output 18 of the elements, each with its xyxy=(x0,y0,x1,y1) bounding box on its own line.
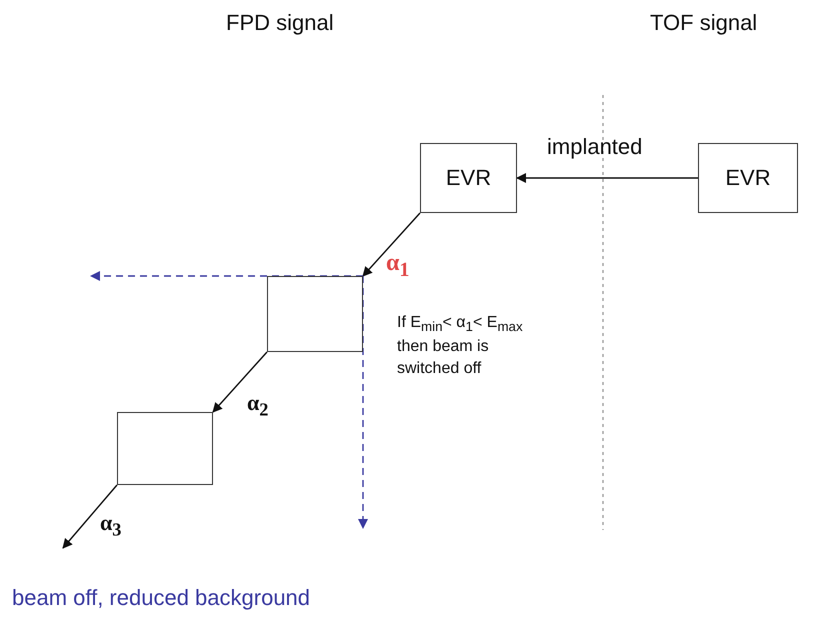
dashed-arrow xyxy=(358,276,368,529)
process-box xyxy=(267,276,363,352)
process-box: EVR xyxy=(698,143,798,213)
arrow xyxy=(362,212,421,277)
process-box: EVR xyxy=(420,143,517,213)
caption-text: beam off, reduced background xyxy=(12,585,310,611)
edge-label: α$_{1}$ xyxy=(386,250,410,282)
note-text: If E$_{min}$< α$_{1}$< E$_{max}$ then beam is switched off xyxy=(397,313,524,379)
edge-label: α$_{2}$ xyxy=(247,390,268,420)
dashed-arrow xyxy=(90,271,363,281)
edge-label: implanted xyxy=(547,134,642,160)
process-box xyxy=(117,412,213,485)
arrow xyxy=(516,173,698,183)
column-heading: TOF signal xyxy=(650,10,758,36)
edge-label: α$_{3}$ xyxy=(100,510,122,540)
column-heading: FPD signal xyxy=(226,10,334,36)
arrow xyxy=(62,484,118,549)
arrow xyxy=(212,352,268,413)
